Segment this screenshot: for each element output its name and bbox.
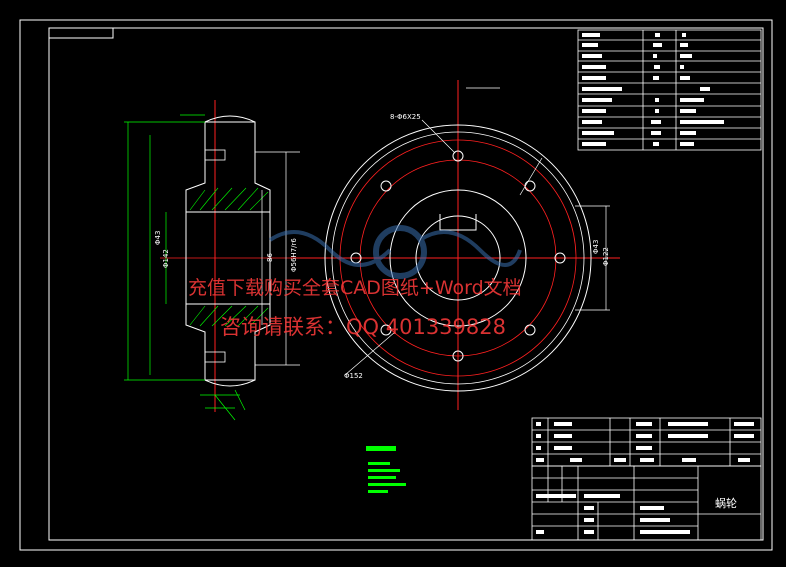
gear-parameter-table: [577, 29, 762, 151]
title-block: [531, 417, 762, 541]
corner-box: [48, 27, 114, 39]
part-name-label: 蜗轮: [715, 496, 737, 510]
front-view-labels: 8-Φ6X25 Φ43 Φ122 Φ152: [344, 113, 610, 380]
front-view: [290, 80, 620, 410]
gear-parameter-table-text: [582, 33, 724, 146]
watermark-line-2: 咨询请联系：QQ 401339828: [220, 315, 506, 339]
watermark-logo-icon: [268, 225, 522, 279]
inner-border: [48, 27, 764, 541]
dim-right-a-label: Φ152: [344, 372, 363, 380]
dim-left-b-label: Φ43: [154, 231, 162, 245]
dim-left-a-label: Φ142: [162, 249, 170, 268]
section-view: [124, 100, 300, 421]
section-view-labels: Φ142 Φ43 Φ56H7/r6 86: [154, 231, 298, 272]
dim-right-b-label: Φ43: [592, 240, 600, 254]
watermark-line-1: 充值下载购买全套CAD图纸+Word文档: [188, 277, 522, 299]
title-block-text: [536, 422, 754, 534]
outer-border: [19, 19, 773, 551]
hole-callout-label: 8-Φ6X25: [390, 113, 421, 121]
dim-right-c-label: Φ122: [602, 247, 610, 266]
dim-mid-b-label: 86: [266, 253, 274, 262]
technical-notes: [366, 446, 406, 493]
dim-mid-a-label: Φ56H7/r6: [290, 238, 298, 272]
